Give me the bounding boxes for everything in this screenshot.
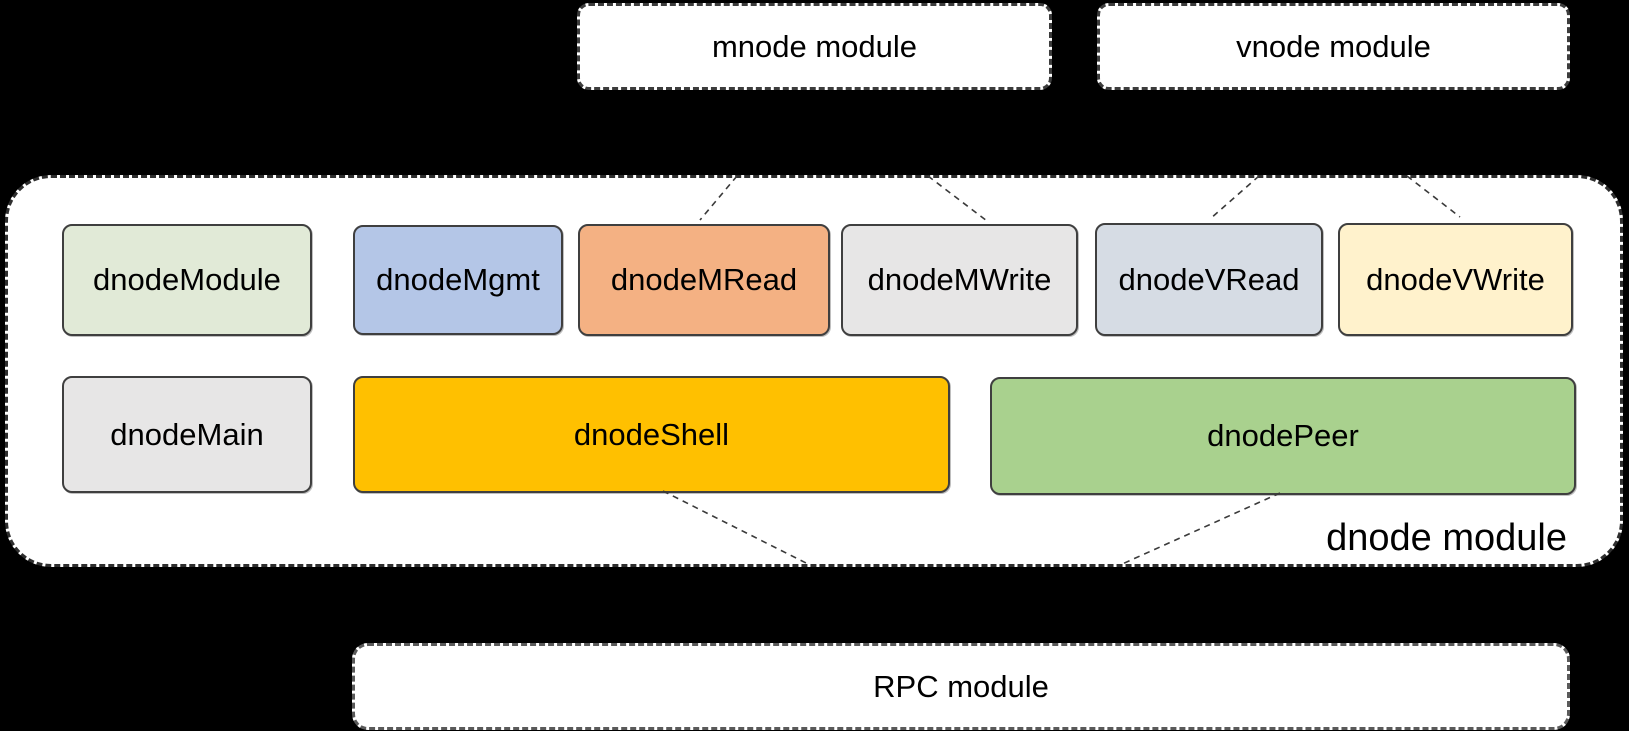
dnode-module-label: dnode module bbox=[1326, 517, 1567, 559]
rpc-module-box: RPC module bbox=[352, 643, 1570, 730]
dnode-module-container: dnodeModule dnodeMgmt dnodeMRead dnodeMW… bbox=[5, 175, 1623, 567]
box-dnodePeer-label: dnodePeer bbox=[1207, 418, 1359, 453]
box-dnodeModule: dnodeModule bbox=[62, 224, 312, 336]
box-dnodeVRead: dnodeVRead bbox=[1095, 223, 1323, 336]
box-dnodeVWrite: dnodeVWrite bbox=[1338, 223, 1573, 336]
box-dnodeMain: dnodeMain bbox=[62, 376, 312, 493]
box-dnodeVWrite-label: dnodeVWrite bbox=[1366, 261, 1545, 297]
box-dnodeMgmt: dnodeMgmt bbox=[353, 225, 563, 335]
box-dnodeShell-label: dnodeShell bbox=[573, 416, 730, 452]
rpc-module-label: RPC module bbox=[873, 668, 1049, 704]
box-dnodeShell: dnodeShell bbox=[353, 376, 950, 493]
vnode-module-label: vnode module bbox=[1236, 28, 1431, 64]
mnode-module-box: mnode module bbox=[577, 3, 1052, 90]
box-dnodePeer: dnodePeer bbox=[990, 377, 1576, 495]
box-dnodeMRead: dnodeMRead bbox=[578, 224, 830, 336]
box-dnodeMgmt-label: dnodeMgmt bbox=[376, 262, 540, 297]
box-dnodeMWrite-label: dnodeMWrite bbox=[867, 262, 1052, 297]
box-dnodeMWrite: dnodeMWrite bbox=[841, 224, 1078, 336]
box-dnodeMain-label: dnodeMain bbox=[110, 416, 264, 452]
mnode-module-label: mnode module bbox=[711, 28, 918, 64]
box-dnodeVRead-label: dnodeVRead bbox=[1118, 261, 1300, 297]
box-dnodeModule-label: dnodeModule bbox=[93, 262, 281, 297]
box-dnodeMRead-label: dnodeMRead bbox=[610, 262, 798, 297]
vnode-module-box: vnode module bbox=[1097, 3, 1570, 90]
